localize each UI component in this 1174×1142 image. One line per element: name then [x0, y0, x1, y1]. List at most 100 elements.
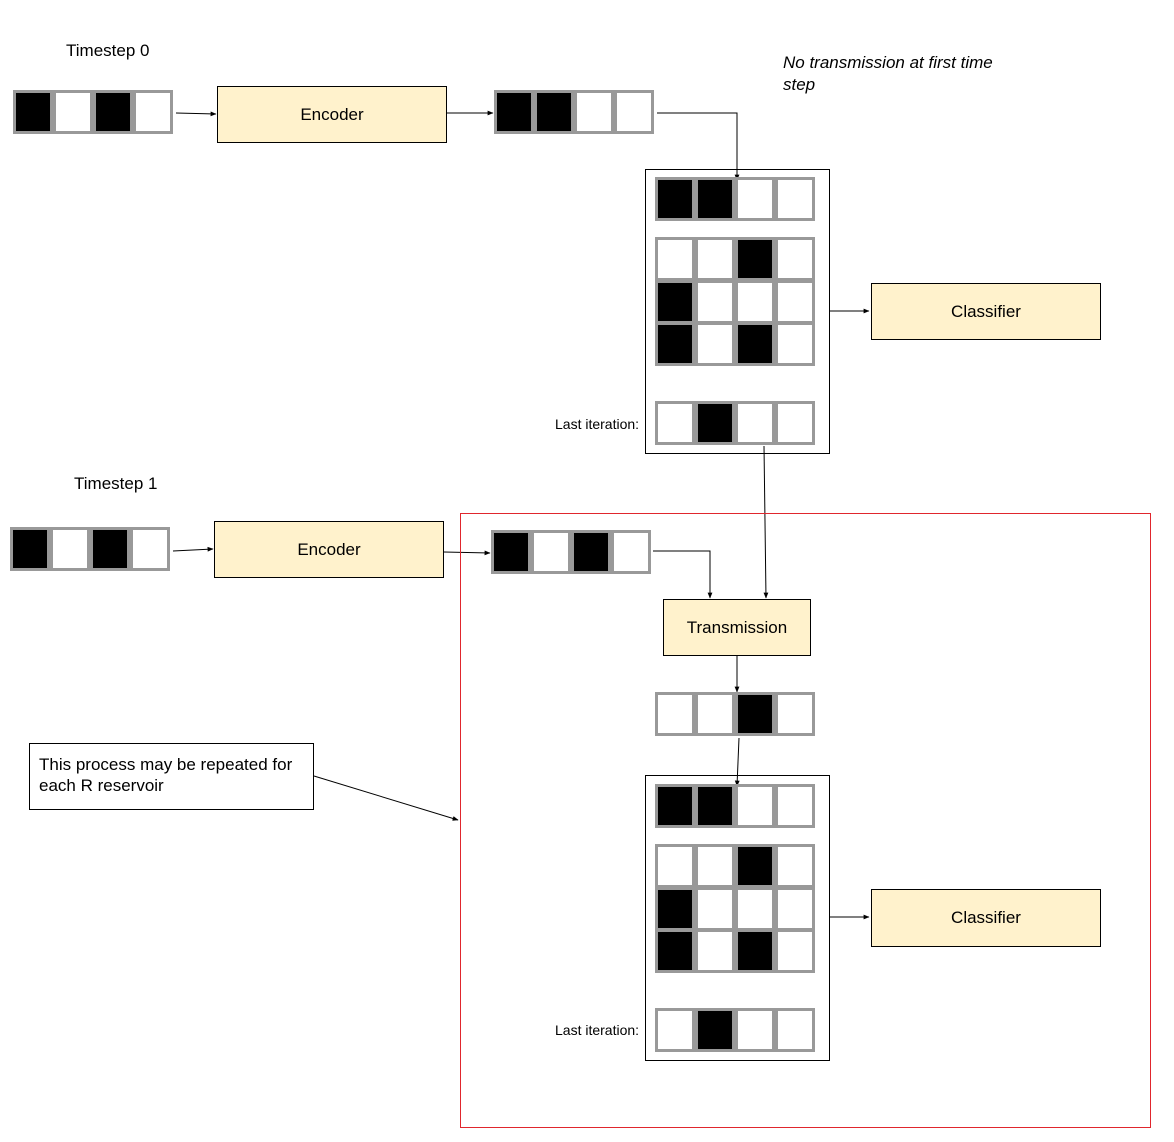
bit-cell-off [735, 784, 775, 828]
bit-cell-off [695, 692, 735, 736]
bit-cell-on [735, 692, 775, 736]
encoder0-box: Encoder [217, 86, 447, 143]
bit-cell-on [655, 886, 695, 931]
classifier1-label: Classifier [951, 908, 1021, 927]
bit-cell-on [655, 177, 695, 221]
bit-cell-off [53, 90, 93, 134]
bit-cell-off [775, 844, 815, 888]
bit-cell-off [695, 929, 735, 973]
arrow-encoder1-to-bits1 [443, 550, 491, 556]
reservoir1-panel [645, 775, 830, 1061]
reservoir1-last-iteration-row [655, 1008, 815, 1052]
reservoir0-last-iteration-row [655, 401, 815, 445]
arrow-input1-to-encoder1 [172, 546, 214, 552]
repeat-region-highlight [460, 513, 1151, 1128]
bit-cell-on [13, 90, 53, 134]
bit-cell-off [655, 1008, 695, 1052]
bit-cell-off [531, 530, 571, 574]
bit-cell-off [775, 322, 815, 366]
timestep1-encoded-bits [491, 530, 651, 574]
transmission-box: Transmission [663, 599, 811, 656]
bit-cell-on [695, 401, 735, 445]
bit-cell-on [494, 90, 534, 134]
bit-cell-off [133, 90, 173, 134]
bit-cell-on [735, 929, 775, 973]
bit-cell-on [491, 530, 531, 574]
classifier1-box: Classifier [871, 889, 1101, 947]
bit-cell-on [695, 784, 735, 828]
bit-cell-off [775, 279, 815, 324]
classifier0-box: Classifier [871, 283, 1101, 340]
bit-cell-off [775, 401, 815, 445]
bit-cell-off [775, 237, 815, 281]
reservoir1-state-grid [655, 844, 815, 973]
bit-cell-on [655, 322, 695, 366]
bit-cell-off [735, 1008, 775, 1052]
bit-cell-on [695, 177, 735, 221]
encoder1-label: Encoder [297, 539, 361, 559]
timestep0-encoded-bits [494, 90, 654, 134]
bit-cell-off [655, 401, 695, 445]
timestep0-label: Timestep 0 [66, 41, 150, 60]
bit-cell-off [695, 886, 735, 931]
reservoir0-panel [645, 169, 830, 454]
bit-cell-off [130, 527, 170, 571]
bit-cell-off [775, 177, 815, 221]
bit-cell-off [695, 279, 735, 324]
bit-cell-on [735, 322, 775, 366]
bit-cell-on [10, 527, 50, 571]
reservoir0-input-row [655, 177, 815, 221]
arrow-callout-to-region [313, 775, 459, 821]
bit-cell-off [655, 237, 695, 281]
no-transmission-note: No transmission at first time step [783, 53, 993, 94]
bit-cell-on [93, 90, 133, 134]
bit-cell-off [655, 692, 695, 736]
reservoir0-state-grid [655, 237, 815, 366]
arrow-bits0-to-reservoir0 [657, 112, 740, 181]
bit-cell-off [695, 844, 735, 888]
bit-cell-on [571, 530, 611, 574]
transmission-label: Transmission [686, 617, 788, 637]
bit-cell-off [775, 692, 815, 736]
bit-cell-on [90, 527, 130, 571]
bit-cell-on [735, 844, 775, 888]
reservoir0-last-iteration-label: Last iteration: [555, 416, 640, 432]
bit-cell-off [735, 401, 775, 445]
reservoir1-input-row [655, 784, 815, 828]
bit-cell-off [695, 322, 735, 366]
bit-cell-off [695, 237, 735, 281]
bit-cell-off [614, 90, 654, 134]
bit-cell-off [735, 886, 775, 931]
bit-cell-on [655, 279, 695, 324]
classifier0-label: Classifier [951, 301, 1021, 321]
encoder0-label: Encoder [300, 104, 364, 124]
bit-cell-on [695, 1008, 735, 1052]
repeat-callout-text: This process may be repeated for each R … [39, 755, 293, 795]
bit-cell-on [655, 929, 695, 973]
encoder1-box: Encoder [214, 521, 444, 578]
arrow-bits1-to-transmission [653, 550, 713, 599]
reservoir1-last-iteration-label: Last iteration: [555, 1022, 640, 1038]
bit-cell-off [775, 929, 815, 973]
timestep1-input-bits [10, 527, 170, 571]
bit-cell-off [50, 527, 90, 571]
arrow-input0-to-encoder0 [175, 111, 217, 117]
bit-cell-off [775, 1008, 815, 1052]
bit-cell-off [611, 530, 651, 574]
bit-cell-off [735, 177, 775, 221]
arrow-bits-to-reservoir1 [734, 737, 740, 787]
bit-cell-on [735, 237, 775, 281]
repeat-callout: This process may be repeated for each R … [29, 743, 314, 810]
bit-cell-off [775, 886, 815, 931]
arrow-reservoir0-to-transmission [763, 445, 769, 599]
bit-cell-off [574, 90, 614, 134]
timestep0-input-bits [13, 90, 173, 134]
bit-cell-off [655, 844, 695, 888]
transmitted-bits [655, 692, 815, 736]
bit-cell-off [775, 784, 815, 828]
timestep1-label: Timestep 1 [74, 474, 158, 493]
bit-cell-on [534, 90, 574, 134]
bit-cell-on [655, 784, 695, 828]
bit-cell-off [735, 279, 775, 324]
